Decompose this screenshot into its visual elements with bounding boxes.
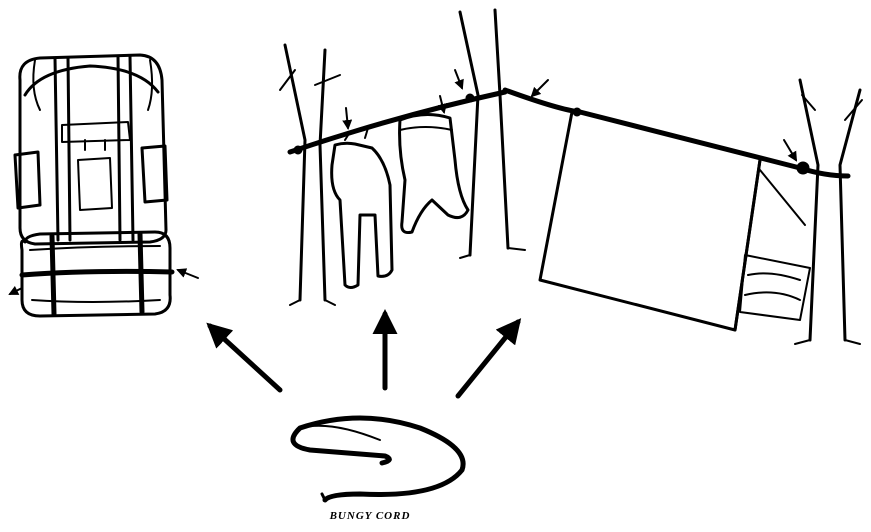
tarp-shelter <box>505 80 862 344</box>
use-arrows <box>210 314 518 396</box>
clothesline-scene <box>280 10 548 305</box>
bungy-cord <box>293 418 463 500</box>
backpack <box>10 55 198 316</box>
bungy-cord-caption: BUNGY CORD <box>300 510 440 522</box>
